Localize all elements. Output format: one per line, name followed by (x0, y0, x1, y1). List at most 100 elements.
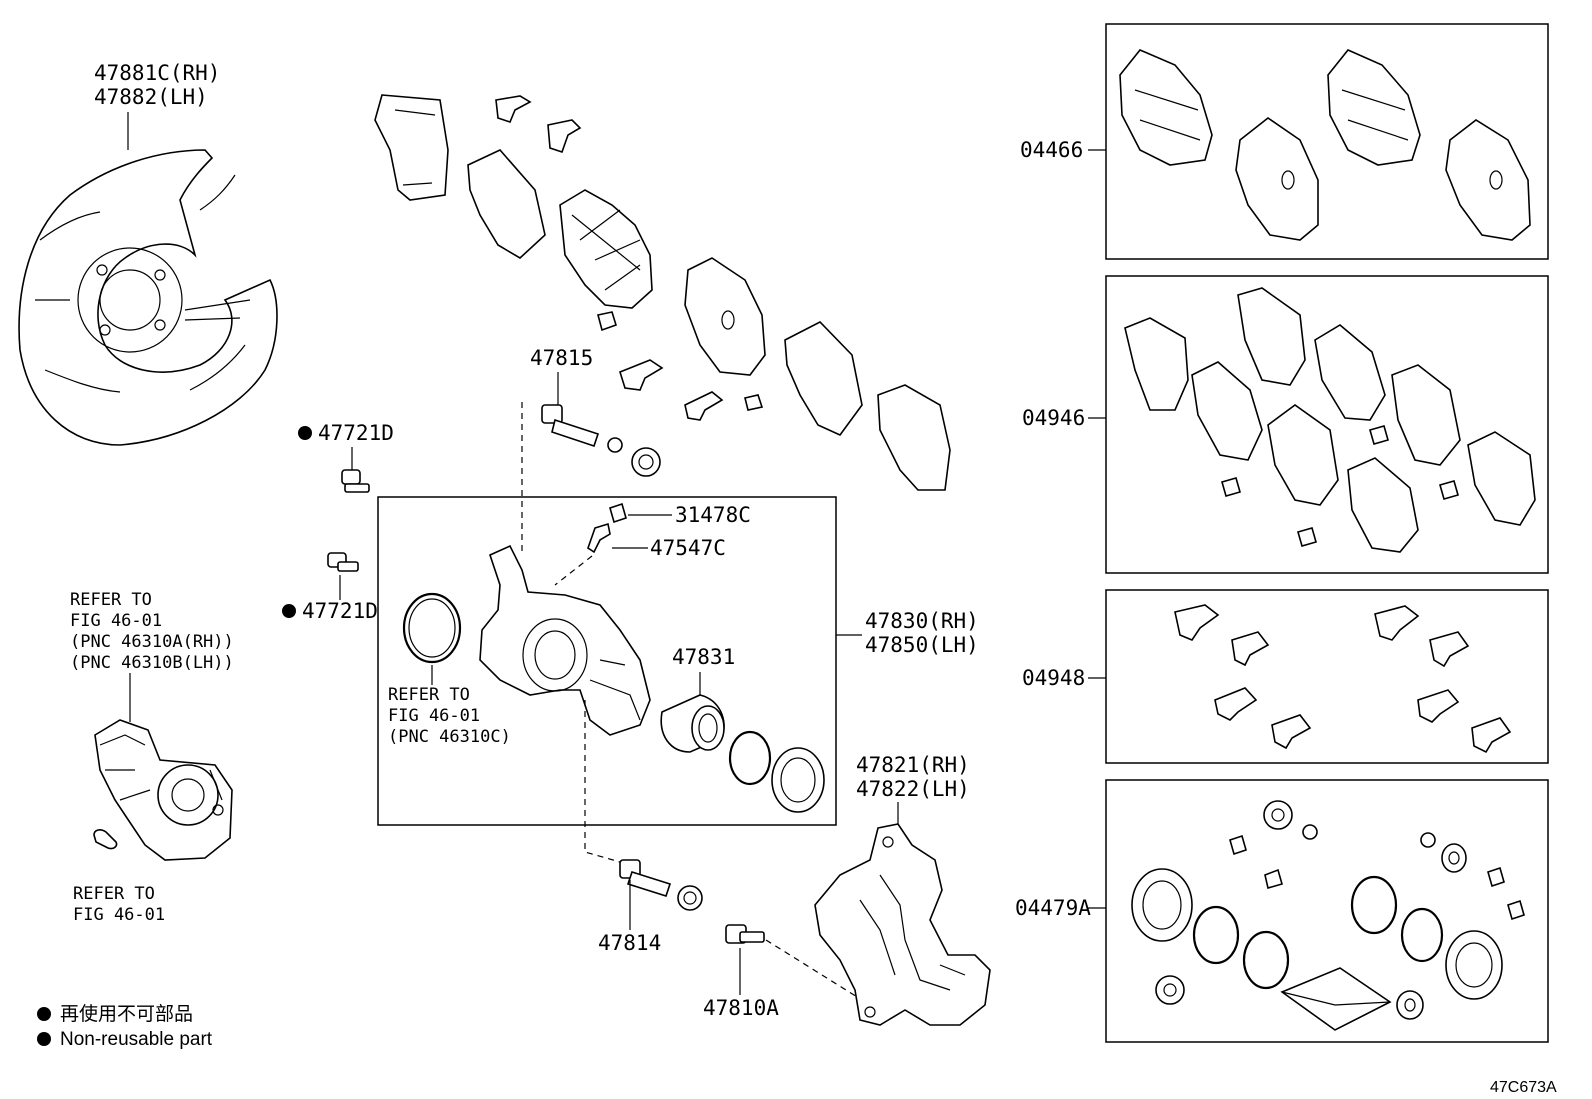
label-47815: 47815 (530, 346, 593, 370)
kit-shim-8[interactable] (1467, 431, 1536, 526)
kit-boot-small-1[interactable] (1263, 800, 1293, 830)
kit-cap-3[interactable] (1487, 866, 1505, 888)
motor-ref-line1: REFER TO (70, 590, 152, 610)
kit-shim-3[interactable] (1191, 361, 1263, 461)
non-reusable-marker (282, 604, 296, 618)
kit-clip-1[interactable] (1174, 604, 1220, 641)
motor-ref-line4: (PNC 46310B(LH)) (70, 653, 234, 673)
kit-shim-6[interactable] (1267, 404, 1339, 506)
kit-bushing-1[interactable] (1302, 824, 1318, 840)
label-47821: 47821(RH) (856, 753, 970, 777)
slide-pin-47814[interactable] (619, 859, 672, 897)
pin-boot-b[interactable] (677, 885, 703, 911)
label-47850: 47850(LH) (865, 633, 979, 657)
kit-seal-ring-3[interactable] (1350, 875, 1398, 935)
motor-seal[interactable] (93, 829, 118, 850)
kit-seal-ring-4[interactable] (1400, 907, 1444, 963)
caliper-ref-line3: (PNC 46310C) (388, 727, 511, 747)
bleeder-screw-47547c[interactable] (587, 522, 611, 554)
kit-boot-small-2[interactable] (1155, 975, 1185, 1005)
slide-pin-47815[interactable] (541, 404, 600, 448)
kit-boot-large-2[interactable] (1445, 930, 1503, 1000)
kit-pad-2[interactable] (1235, 117, 1319, 241)
piston-seal-ring[interactable] (728, 730, 772, 786)
kit-box-04466 (1105, 23, 1549, 260)
pin-bushing-a[interactable] (607, 437, 623, 453)
kit-shim-clip-4[interactable] (1297, 527, 1317, 547)
pad-wear-clip-b[interactable] (744, 394, 764, 411)
legend-dot-1 (37, 1007, 51, 1021)
anti-rattle-clip-c[interactable] (619, 359, 664, 391)
label-04946: 04946 (1022, 406, 1085, 430)
mounting-bracket[interactable] (814, 823, 991, 1026)
label-47814: 47814 (598, 931, 661, 955)
outer-shim-a[interactable] (374, 94, 449, 201)
label-47831: 47831 (672, 645, 735, 669)
caliper-ref-line1: REFER TO (388, 685, 470, 705)
motor-ref-line2: FIG 46-01 (70, 611, 162, 631)
kit-clip-5[interactable] (1374, 605, 1420, 641)
label-04479a: 04479A (1015, 896, 1091, 920)
anti-rattle-clip-d[interactable] (684, 391, 724, 421)
bolt-47721d-top[interactable] (341, 469, 370, 493)
anti-rattle-clip-a[interactable] (495, 95, 532, 123)
piston-seal[interactable] (402, 592, 462, 664)
kit-boot-large-1[interactable] (1131, 868, 1193, 942)
label-47830: 47830(RH) (865, 609, 979, 633)
label-47822: 47822(LH) (856, 777, 970, 801)
label-47881c: 47881C(RH) (94, 61, 220, 85)
anti-rattle-clip-b[interactable] (547, 119, 582, 154)
kit-clip-6[interactable] (1429, 631, 1470, 668)
mounting-bolt-47810a[interactable] (725, 924, 765, 944)
kit-shim-2[interactable] (1237, 287, 1306, 386)
kit-bushing-2[interactable] (1420, 832, 1436, 848)
kit-pad-1[interactable] (1119, 49, 1213, 166)
kit-shim-7[interactable] (1347, 457, 1419, 553)
label-47882: 47882(LH) (94, 85, 208, 109)
kit-clip-8[interactable] (1471, 717, 1512, 754)
legend-dot-2 (37, 1032, 51, 1046)
kit-shim-clip-1[interactable] (1221, 477, 1241, 497)
diagram-code: 47C673A (1490, 1079, 1557, 1096)
kit-shim-clip-2[interactable] (1369, 425, 1389, 445)
caliper-housing[interactable] (479, 544, 651, 736)
parking-brake-motor[interactable] (94, 719, 233, 861)
brake-pad-b[interactable] (684, 257, 766, 376)
bolt-47721d-bottom[interactable] (327, 552, 359, 572)
kit-cap-4[interactable] (1507, 899, 1525, 921)
brake-pad-a[interactable] (559, 189, 653, 309)
kit-boot-small-4[interactable] (1396, 990, 1424, 1020)
non-reusable-marker (298, 426, 312, 440)
caliper-piston-47831[interactable] (660, 694, 725, 753)
kit-box-04946 (1105, 275, 1549, 574)
kit-shim-1[interactable] (1124, 317, 1189, 411)
kit-cap-2[interactable] (1264, 868, 1283, 890)
kit-seal-ring-1[interactable] (1192, 905, 1240, 965)
pad-wear-clip-a[interactable] (597, 311, 617, 332)
kit-clip-7[interactable] (1417, 689, 1460, 723)
outer-shim-b[interactable] (877, 384, 951, 491)
kit-shim-clip-3[interactable] (1439, 480, 1459, 500)
label-31478c: 31478C (675, 503, 751, 527)
inner-shim-b[interactable] (784, 321, 863, 436)
kit-clip-3[interactable] (1214, 687, 1258, 721)
kit-boot-small-3[interactable] (1441, 843, 1467, 873)
label-47547c: 47547C (650, 536, 726, 560)
piston-boot[interactable] (771, 747, 825, 813)
kit-clip-4[interactable] (1271, 714, 1312, 750)
kit-pad-3[interactable] (1327, 49, 1421, 166)
label-47721d-top: 47721D (318, 421, 394, 445)
dust-shield[interactable] (18, 149, 278, 446)
kit-shim-4[interactable] (1314, 324, 1386, 421)
kit-grease-packet[interactable] (1280, 967, 1392, 1031)
kit-shim-5[interactable] (1391, 364, 1461, 466)
pin-boot-a[interactable] (631, 447, 661, 477)
kit-clip-2[interactable] (1231, 631, 1270, 667)
inner-shim-a[interactable] (467, 149, 546, 259)
kit-seal-ring-2[interactable] (1242, 930, 1290, 990)
kit-cap-1[interactable] (1229, 834, 1247, 856)
bleeder-cap-31478c[interactable] (609, 502, 627, 524)
label-04948: 04948 (1022, 666, 1085, 690)
kit-pad-4[interactable] (1445, 119, 1531, 241)
